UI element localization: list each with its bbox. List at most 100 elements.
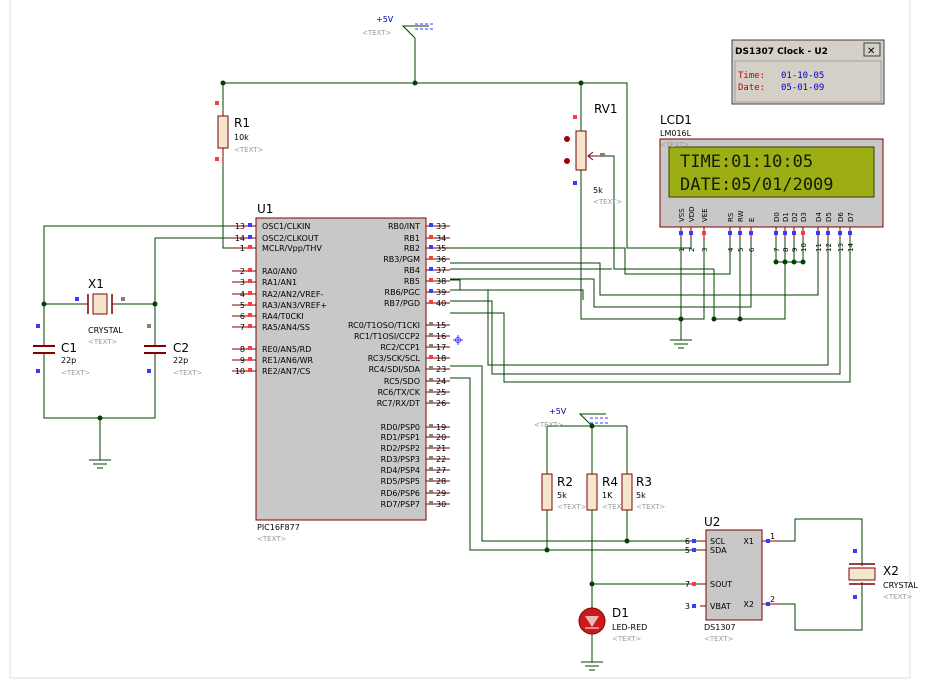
pin-marker <box>248 302 252 306</box>
ds1307-popup[interactable]: DS1307 Clock - U2 ✕ Time: 01-10-05 Date:… <box>731 39 885 105</box>
pin-name: RE0/AN5/RD <box>262 345 311 354</box>
pin-name: RW <box>737 210 745 222</box>
pin-number: 13 <box>837 243 845 252</box>
pin-number: 3 <box>701 248 709 252</box>
c2-value: 22p <box>173 356 188 365</box>
pin-name: D3 <box>800 212 808 222</box>
pin-marker <box>248 313 252 317</box>
r2-value: 5k <box>557 491 567 500</box>
popup-close-button[interactable]: ✕ <box>863 42 881 57</box>
pin-name: RB5 <box>404 277 420 286</box>
pin-number: 12 <box>825 243 833 252</box>
pin-marker <box>429 223 433 227</box>
pin-marker <box>429 456 433 460</box>
pin-marker <box>429 366 433 370</box>
pin-name: VSS <box>678 208 686 222</box>
resistor-r3[interactable]: R3 5k <TEXT> <box>621 473 666 511</box>
x1-ref: X1 <box>88 277 104 291</box>
pin-number: 6 <box>240 312 245 321</box>
pin-name: D7 <box>847 212 855 222</box>
ground-symbol <box>670 339 692 349</box>
pin-number: 28 <box>436 477 446 486</box>
crystal-x2[interactable]: X2 CRYSTAL <TEXT> <box>848 549 918 601</box>
pin-marker <box>429 256 433 260</box>
pin-number: 4 <box>240 290 245 299</box>
pin-number: 14 <box>847 243 855 252</box>
pin-number: 35 <box>436 244 446 253</box>
supply2-label: +5V <box>549 407 567 416</box>
popup-date-label: Date: <box>738 83 765 93</box>
pin-marker <box>429 355 433 359</box>
pin-name: RA0/AN0 <box>262 267 297 276</box>
pin-name: X1 <box>743 537 754 546</box>
x1-value: CRYSTAL <box>88 326 123 335</box>
pin-number: 5 <box>737 248 745 252</box>
pin-number: 3 <box>685 602 690 611</box>
potentiometer-rv1[interactable]: RV1 5k <TEXT> <box>564 102 623 206</box>
pin-number: 20 <box>436 433 446 442</box>
power-terminal-rtc[interactable]: +5V <TEXT> <box>534 407 608 429</box>
pin-marker <box>429 445 433 449</box>
pin-marker <box>429 245 433 249</box>
pin-number: 39 <box>436 288 446 297</box>
capacitor-c1[interactable]: C1 22p <TEXT> <box>33 324 91 377</box>
pin-name: RA3/AN3/VREF+ <box>262 301 327 310</box>
pin-name: RB3/PGM <box>383 255 420 264</box>
pin-name: RA1/AN1 <box>262 278 297 287</box>
pin-number: 7 <box>685 580 690 589</box>
pin-name: RD3/PSP3 <box>381 455 420 464</box>
pin-name: RC6/TX/CK <box>378 388 421 397</box>
capacitor-c2[interactable]: C2 22p <TEXT> <box>144 324 203 377</box>
pin-name: VBAT <box>710 602 731 611</box>
pin-name: RS <box>727 212 735 222</box>
led-d1[interactable]: D1 LED-RED <TEXT> <box>578 606 647 643</box>
lcd-lm016l[interactable]: TIME:01:10:05 DATE:05/01/2009 LCD1 LM016… <box>659 113 884 252</box>
pin-name: SOUT <box>710 580 732 589</box>
pin-number: 26 <box>436 399 446 408</box>
resistor-r4[interactable]: R4 1K <TEXT> <box>586 473 632 511</box>
pin-number: 19 <box>436 423 446 432</box>
pin-name: RA2/AN2/VREF- <box>262 290 323 299</box>
pin-number: 10 <box>235 367 245 376</box>
pin-number: 2 <box>770 595 775 604</box>
crosshair-cursor <box>453 335 463 345</box>
pin-marker <box>429 322 433 326</box>
resistor-r1[interactable]: R1 10k <TEXT> <box>215 101 264 166</box>
pin-name: VDD <box>688 206 696 222</box>
pin-marker <box>429 300 433 304</box>
pin-marker <box>702 231 706 235</box>
pin-name: RD6/PSP6 <box>381 489 420 498</box>
power-terminal-top[interactable]: +5V <TEXT> <box>362 15 434 39</box>
pin-marker <box>248 368 252 372</box>
pin-marker <box>749 231 753 235</box>
c1-placeholder: <TEXT> <box>61 369 91 377</box>
pin-name: RD0/PSP0 <box>381 423 420 432</box>
pin-marker <box>848 231 852 235</box>
resistor-r2[interactable]: R2 5k <TEXT> <box>541 473 587 511</box>
pin-name: RC1/T1OSI/CCP2 <box>354 332 420 341</box>
pin-number: 27 <box>436 466 446 475</box>
pin-marker <box>783 231 787 235</box>
pin-marker <box>429 478 433 482</box>
pin-name: RE1/AN6/WR <box>262 356 314 365</box>
pin-number: 37 <box>436 266 446 275</box>
pin-marker <box>248 324 252 328</box>
pin-name: RB1 <box>404 234 420 243</box>
crystal-x1[interactable]: X1 CRYSTAL <TEXT> <box>75 277 125 346</box>
pin-number: 9 <box>791 248 799 252</box>
pin-name: D0 <box>773 212 781 222</box>
pin-name: D5 <box>825 212 833 222</box>
popup-date-value: 05-01-09 <box>781 83 824 93</box>
pin-number: 10 <box>800 243 808 252</box>
pin-number: 4 <box>727 247 735 252</box>
pin-number: 25 <box>436 388 446 397</box>
pin-marker <box>689 231 693 235</box>
pin-name: RD2/PSP2 <box>381 444 420 453</box>
u1-right-pins: 33RB0/INT34RB135RB236RB3/PGM37RB438RB539… <box>348 222 450 509</box>
pin-number: 8 <box>240 345 245 354</box>
pin-number: 7 <box>773 248 781 252</box>
